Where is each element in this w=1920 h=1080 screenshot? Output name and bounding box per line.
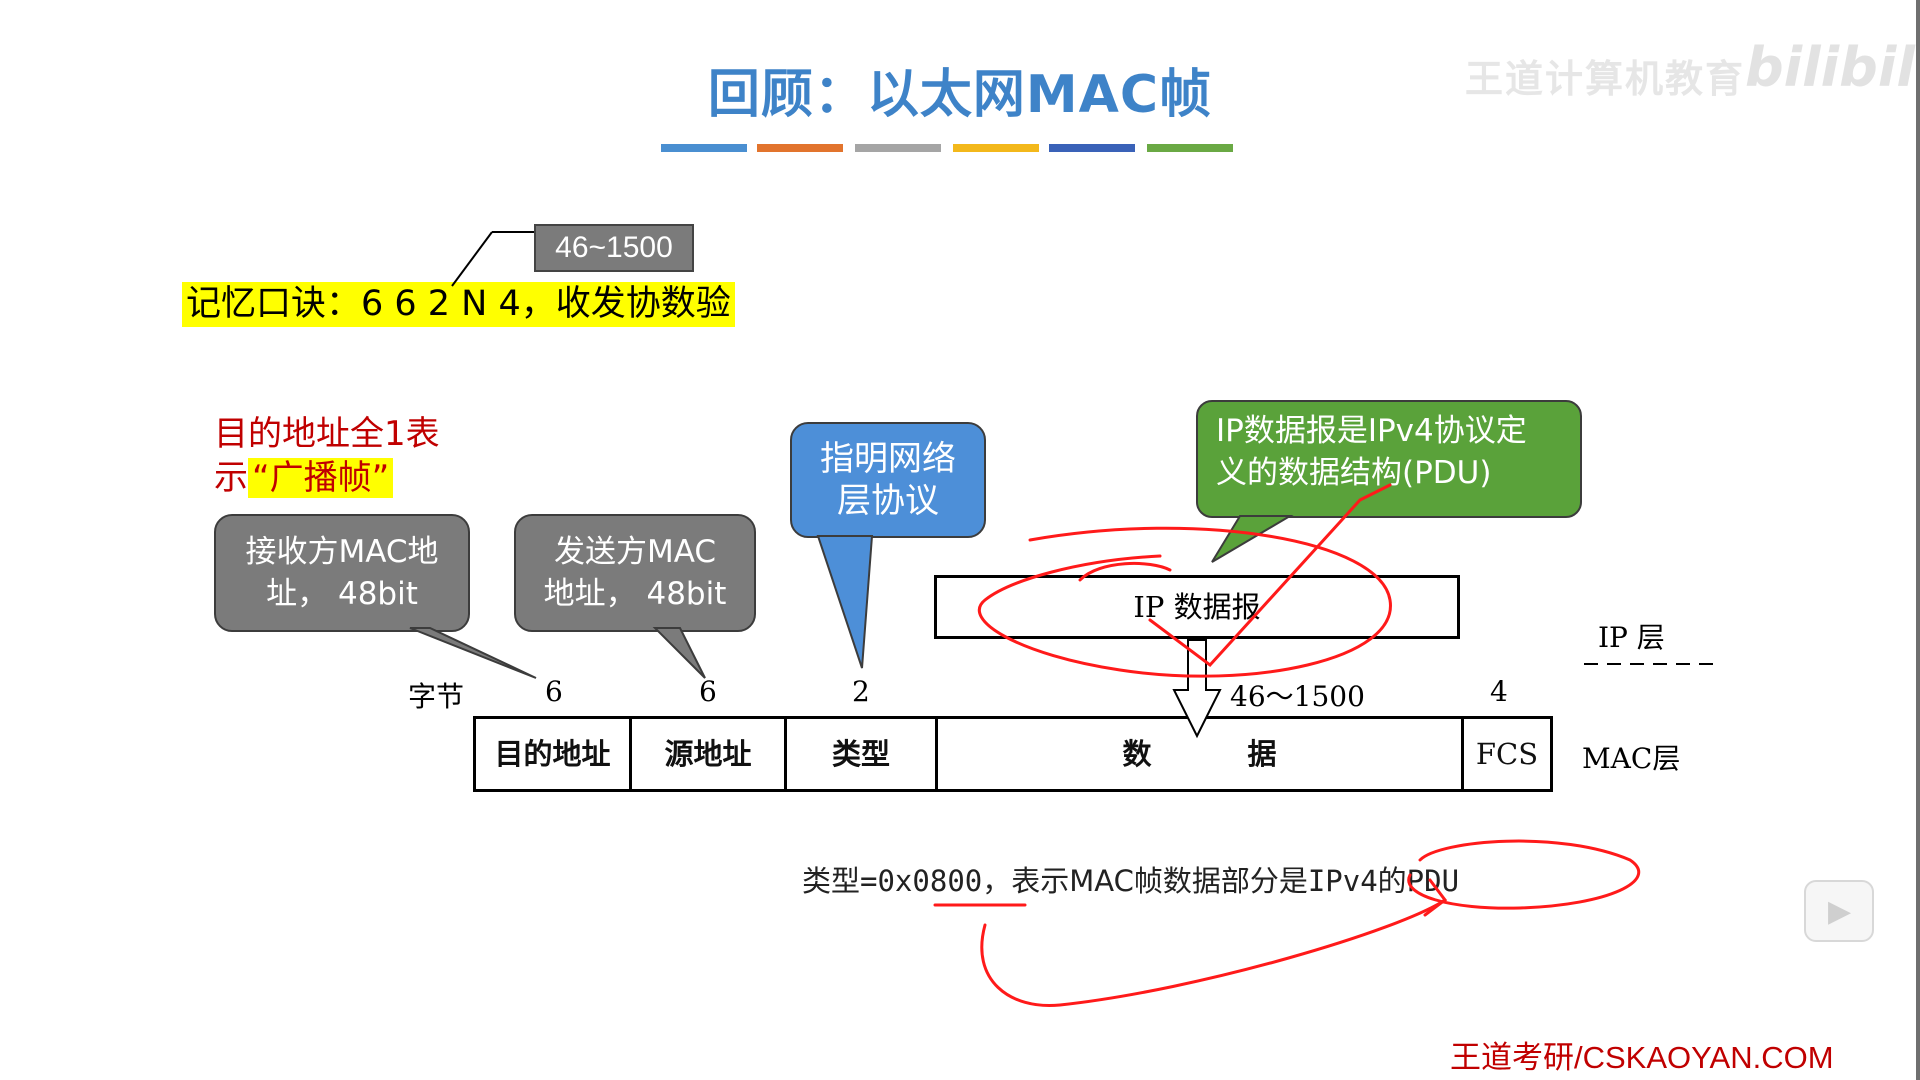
broadcast-note: 目的地址全1表 示“广播帧”: [214, 412, 440, 500]
ip-callout-line1: IP数据报是IPv4协议定: [1216, 413, 1527, 449]
byte-count-dest: 6: [545, 675, 563, 708]
byte-row-label: 字节: [408, 680, 465, 713]
scrollbar-edge: [1916, 0, 1920, 1080]
dest-callout-tail: [409, 627, 537, 679]
type-note-middle: ，表示MAC帧数据部分是: [982, 864, 1308, 898]
byte-count-data: 46～1500: [1230, 680, 1365, 713]
broadcast-highlight: “广播帧”: [248, 458, 394, 498]
ip-callout-line2: 义的数据结构(PDU): [1216, 455, 1492, 491]
broadcast-note-line2: 示“广播帧”: [214, 456, 440, 500]
ip-datagram-box: IP 数据报: [934, 575, 1460, 639]
src-address-callout: 发送方MAC 地址， 48bit: [514, 514, 756, 632]
broadcast-note-prefix: 示: [214, 458, 248, 498]
color-bar: [953, 144, 1039, 152]
dest-callout-line2: 址， 48bit: [266, 576, 418, 612]
pdu-circle: [1407, 839, 1641, 910]
type-callout-tail: [816, 535, 874, 669]
mac-layer-label: MAC层: [1582, 742, 1681, 775]
src-callout-tail: [652, 627, 706, 679]
byte-count-type: 2: [852, 675, 870, 708]
ip-datagram-circle-stroke: [1078, 562, 1172, 582]
mac-frame: 目的地址 源地址 类型 数 据 FCS: [473, 716, 1553, 792]
watermark-text: 王道计算机教育: [1465, 57, 1746, 101]
check-mark: [1148, 483, 1392, 668]
type-callout-line1: 指明网络: [820, 439, 956, 479]
connector-arrow-head: [1423, 878, 1448, 917]
ip-layer-label: IP 层: [1598, 621, 1665, 654]
encapsulation-arrow: [1172, 639, 1222, 739]
handwritten-annotations: [933, 483, 1641, 1008]
type-note-suffix: IPv4的PDU: [1307, 864, 1460, 898]
frame-field-src: 源地址: [632, 719, 787, 789]
frame-field-data: 数 据: [938, 719, 1464, 789]
play-button[interactable]: ▶: [1804, 880, 1874, 942]
byte-count-fcs: 4: [1490, 675, 1508, 708]
frame-field-data-char1: 数: [1122, 737, 1152, 771]
byte-count-src: 6: [699, 675, 717, 708]
type-callout-line2: 层协议: [837, 481, 939, 521]
connector-arrow-path: [980, 898, 1447, 1008]
ip-datagram-callout: IP数据报是IPv4协议定 义的数据结构(PDU): [1196, 400, 1582, 518]
type-note: 类型=0x0800，表示MAC帧数据部分是IPv4的PDU: [802, 858, 1459, 900]
bilibili-logo: bilibili: [1745, 36, 1920, 99]
color-bar: [757, 144, 843, 152]
color-bar: [855, 144, 941, 152]
frame-field-type: 类型: [787, 719, 938, 789]
src-callout-line1: 发送方MAC: [553, 534, 717, 570]
src-callout-line2: 地址， 48bit: [543, 576, 727, 612]
type-note-prefix: 类型: [802, 864, 861, 898]
dest-callout-line1: 接收方MAC地: [245, 534, 439, 570]
footer-brand: 王道考研/CSKAOYAN.COM: [1450, 1040, 1834, 1075]
color-bar: [661, 144, 747, 152]
note-leader-line: [451, 231, 493, 287]
dest-address-callout: 接收方MAC地 址， 48bit: [214, 514, 470, 632]
ip-datagram-circle: [977, 526, 1392, 678]
type-note-value: =0x0800: [860, 864, 983, 898]
play-icon: ▶: [1828, 894, 1852, 929]
frame-field-fcs: FCS: [1475, 737, 1539, 771]
mnemonic: 记忆口诀：6 6 2 N 4，收发协数验: [182, 282, 735, 327]
frame-field-dest: 目的地址: [476, 719, 632, 789]
frame-field-data-char2: 据: [1247, 737, 1277, 771]
type-callout: 指明网络 层协议: [790, 422, 986, 538]
color-bar: [1147, 144, 1233, 152]
data-length-note: 46~1500: [534, 224, 694, 272]
slide-title: 回顾：以太网MAC帧: [707, 65, 1213, 125]
color-bar: [1049, 144, 1135, 152]
ip-callout-tail: [1211, 515, 1294, 563]
broadcast-note-line1: 目的地址全1表: [214, 414, 440, 454]
